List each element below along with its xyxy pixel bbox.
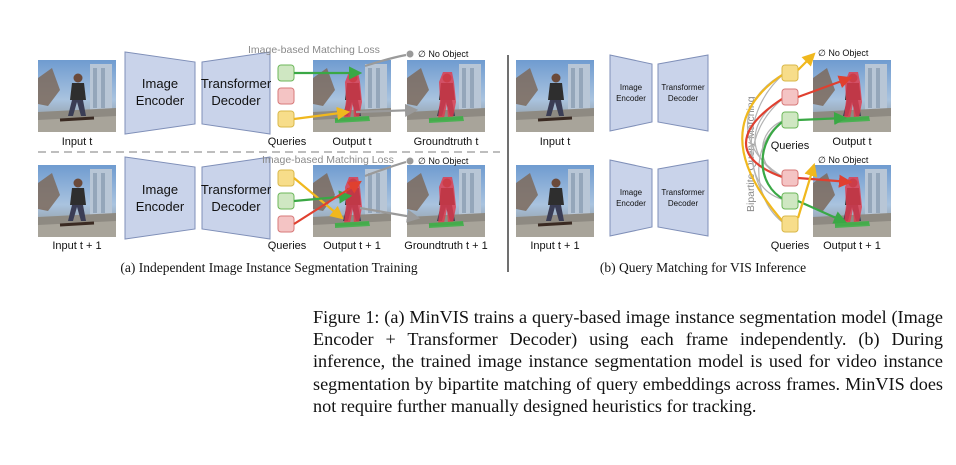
query-green-row2 — [277, 192, 295, 210]
figure-caption: Figure 1: (a) MinVIS trains a query-base… — [313, 307, 943, 416]
matching-curve-green — [761, 119, 786, 201]
b-query-green — [781, 111, 799, 129]
query-arrow-red-row2 — [293, 180, 362, 225]
b-image-encoder-label-line1: Image — [620, 83, 643, 92]
b-query-yellow — [781, 64, 799, 82]
b-query-red-row2 — [781, 169, 799, 187]
b-input-image-t1 — [514, 163, 596, 239]
image-encoder-block — [124, 51, 196, 135]
matching-curve-red — [745, 96, 786, 180]
matching-arrow-gray-row1b — [355, 103, 419, 117]
query-arrow-yellow-row1 — [293, 106, 351, 121]
b-image-encoder-label-line2: Encoder — [616, 94, 646, 103]
transformer-decoder-block-row2 — [201, 156, 271, 240]
transformer-decoder-label-line2: Decoder — [211, 93, 261, 108]
b-output-image-t1 — [813, 165, 891, 237]
output-label-t1: Output t + 1 — [323, 240, 381, 252]
subcaption-a: (a) Independent Image Instance Segmentat… — [120, 260, 418, 275]
no-object-label-row1: ∅ No Object — [418, 49, 469, 59]
b-no-object-label-row1: ∅ No Object — [818, 48, 869, 58]
b-query-red — [781, 88, 799, 106]
transformer-decoder-block — [201, 51, 271, 135]
transformer-decoder-label-line1: Transformer — [201, 76, 272, 91]
input-label-t: Input t — [62, 136, 93, 148]
query-red — [277, 87, 295, 105]
b-output-image-t — [813, 60, 891, 132]
b-query-arrow-green-row1 — [797, 111, 848, 126]
image-encoder-label-row2-line2: Encoder — [136, 199, 185, 214]
b-queries-label-row1: Queries — [771, 140, 810, 152]
transformer-decoder-label-row2-line1: Transformer — [201, 182, 272, 197]
output-image-t — [313, 60, 391, 132]
b-output-label-t1: Output t + 1 — [823, 240, 881, 252]
no-object-dot-row2 — [406, 157, 414, 165]
matching-arrow-gray-row2a — [364, 160, 407, 178]
queries-label-row1: Queries — [268, 136, 307, 148]
b-input-label-t: Input t — [540, 136, 571, 148]
b-query-arrow-yellow-row1 — [797, 52, 816, 71]
b-query-arrow-red-row2 — [797, 174, 853, 188]
b-query-arrow-red-row1 — [797, 75, 853, 99]
figure-diagram: Image Encoder Transformer Decoder Image-… — [36, 44, 956, 275]
no-object-dot-row1 — [406, 50, 414, 58]
b-output-label-t: Output t — [832, 136, 871, 148]
no-object-label-row2: ∅ No Object — [418, 156, 469, 166]
input-image-t1 — [36, 163, 118, 239]
b-query-yellow-row2 — [781, 215, 799, 233]
b-transformer-decoder-block — [657, 54, 709, 132]
subcaption-b: (b) Query Matching for VIS Inference — [600, 260, 806, 275]
query-green — [277, 64, 295, 82]
b-transformer-decoder-label-line2: Decoder — [668, 94, 699, 103]
b-transformer-decoder-block-row2 — [657, 159, 709, 237]
queries-label-row2: Queries — [268, 240, 307, 252]
b-image-encoder-label-row2-line2: Encoder — [616, 199, 646, 208]
b-input-image-t — [514, 58, 596, 134]
b-query-arrow-green-row2 — [797, 199, 848, 224]
query-arrow-green-row2 — [293, 190, 353, 204]
b-query-green-row2 — [781, 192, 799, 210]
matching-loss-label-row2: Image-based Matching Loss — [262, 154, 394, 166]
b-query-arrow-yellow-row2 — [796, 162, 818, 219]
matching-arrow-gray-row1a — [364, 53, 407, 68]
image-encoder-label-row2-line1: Image — [142, 182, 178, 197]
b-transformer-decoder-label-row2-line1: Transformer — [661, 188, 705, 197]
b-transformer-decoder-label-row2-line2: Decoder — [668, 199, 699, 208]
query-red-row2 — [277, 215, 295, 233]
b-transformer-decoder-label-line1: Transformer — [661, 83, 705, 92]
image-encoder-label-line1: Image — [142, 76, 178, 91]
image-encoder-label-line2: Encoder — [136, 93, 185, 108]
groundtruth-image-t — [407, 60, 485, 132]
query-yellow — [277, 110, 295, 128]
input-image-t — [36, 58, 118, 134]
input-label-t1: Input t + 1 — [52, 240, 101, 252]
b-image-encoder-block — [609, 54, 653, 132]
panel-a: Image Encoder Transformer Decoder Image-… — [36, 44, 500, 275]
matching-loss-label-row1: Image-based Matching Loss — [248, 44, 380, 56]
groundtruth-image-t1 — [407, 165, 485, 237]
image-encoder-block-row2 — [124, 156, 196, 240]
output-image-t1 — [313, 165, 391, 237]
b-queries-label-row2: Queries — [771, 240, 810, 252]
output-label-t: Output t — [332, 136, 371, 148]
b-image-encoder-block-row2 — [609, 159, 653, 237]
query-yellow-row2 — [277, 169, 295, 187]
matching-curve-yellow — [741, 72, 786, 225]
groundtruth-label-t1: Groundtruth t + 1 — [404, 240, 487, 252]
b-image-encoder-label-row2-line1: Image — [620, 188, 643, 197]
matching-arrow-gray-row2b — [359, 206, 421, 223]
panel-b: Image Encoder Transformer Decoder Image … — [514, 48, 891, 275]
b-no-object-label-row2: ∅ No Object — [818, 155, 869, 165]
transformer-decoder-label-row2-line2: Decoder — [211, 199, 261, 214]
b-input-label-t1: Input t + 1 — [530, 240, 579, 252]
groundtruth-label-t: Groundtruth t — [414, 136, 479, 148]
